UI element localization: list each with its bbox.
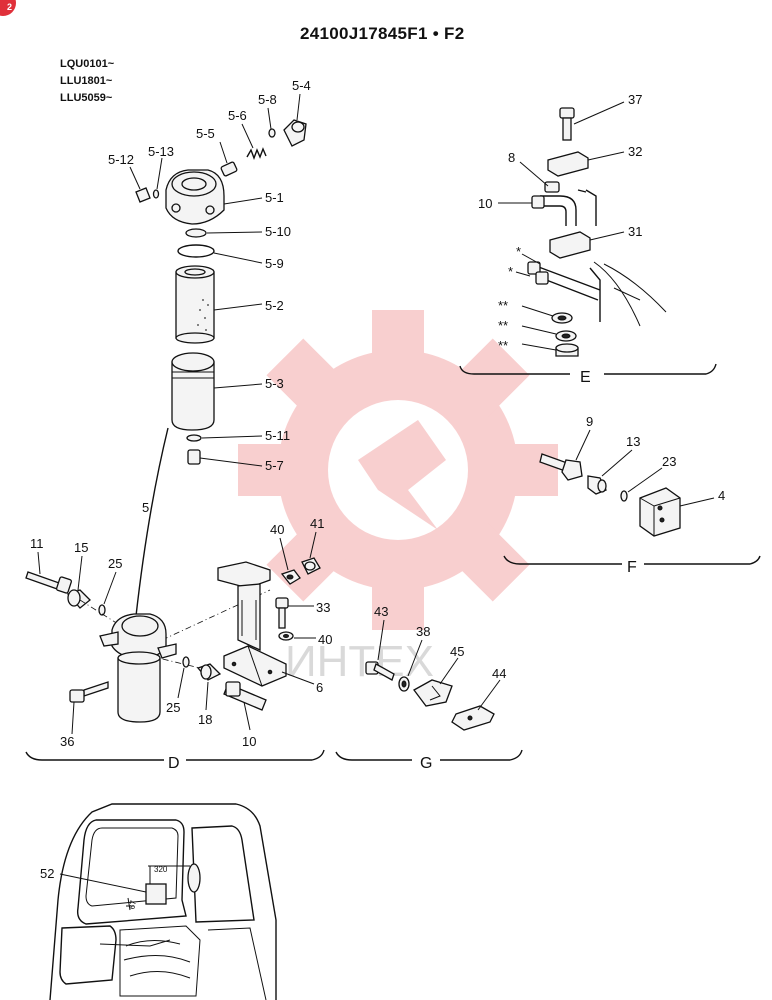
callout-45: 45 — [450, 644, 464, 659]
part-5-12 — [129, 166, 151, 203]
callout-star-2: * — [508, 264, 513, 279]
callout-36: 36 — [60, 734, 74, 749]
part-5-4 — [283, 93, 307, 147]
serial-range-2: LLU1801~ — [60, 75, 113, 87]
callout-5-1: 5-1 — [265, 190, 284, 205]
callout-13: 13 — [626, 434, 640, 449]
group-label-e: E — [580, 369, 591, 386]
callout-38: 38 — [416, 624, 430, 639]
group-5-leader — [135, 427, 169, 617]
callout-40-a: 40 — [270, 522, 284, 537]
callout-8: 8 — [508, 150, 515, 165]
group-label-f: F — [627, 559, 637, 576]
part-5-10 — [185, 228, 263, 238]
callout-5-6: 5-6 — [228, 108, 247, 123]
part-5-7 — [187, 449, 263, 467]
callout-9: 9 — [586, 414, 593, 429]
callout-5-11: 5-11 — [265, 428, 290, 443]
part-5-9 — [177, 244, 263, 264]
serial-range-3: LLU5059~ — [60, 92, 113, 104]
callout-5-8: 5-8 — [258, 92, 277, 107]
callout-37: 37 — [628, 92, 642, 107]
callout-25-b: 25 — [166, 700, 180, 715]
callout-33: 33 — [316, 600, 330, 615]
group-label-g: G — [420, 755, 432, 772]
part-5-2-filter-element — [175, 265, 263, 344]
callout-41: 41 — [310, 516, 324, 531]
group-e-assembly — [459, 101, 717, 375]
callout-10-d: 10 — [242, 734, 256, 749]
part-5-1-filter-head — [165, 169, 263, 225]
callout-5-2: 5-2 — [265, 298, 284, 313]
callout-5-5: 5-5 — [196, 126, 215, 141]
callout-25-a: 25 — [108, 556, 122, 571]
callout-5-4: 5-4 — [292, 78, 311, 93]
callout-11: 11 — [30, 536, 44, 551]
watermark-gear-logo: ИНТЕХ — [238, 310, 558, 686]
dimension-320: 320 — [154, 865, 168, 874]
part-5-8 — [267, 107, 276, 138]
cab-view — [49, 803, 277, 1000]
callout-5-7: 5-7 — [265, 458, 284, 473]
group-d-assembly — [25, 531, 325, 761]
callout-15: 15 — [74, 540, 88, 555]
callout-52: 52 — [40, 866, 54, 881]
part-5-11 — [186, 434, 263, 442]
callout-23: 23 — [662, 454, 676, 469]
group-g-assembly — [335, 619, 523, 761]
callout-5-12: 5-12 — [108, 152, 134, 167]
callout-44: 44 — [492, 666, 506, 681]
part-5-13 — [152, 157, 163, 199]
callout-5-10: 5-10 — [265, 224, 291, 239]
part-5-5 — [219, 141, 238, 177]
part-5-3-filter-bowl — [171, 352, 263, 431]
part-5-6 — [241, 123, 267, 160]
callout-dstar-1: ** — [498, 298, 508, 313]
group-f-assembly — [503, 429, 761, 565]
callout-40-b: 40 — [318, 632, 332, 647]
serial-range-1: LQU0101~ — [60, 58, 115, 70]
callout-6: 6 — [316, 680, 323, 695]
callout-5-3: 5-3 — [265, 376, 284, 391]
watermark-text: ИНТЕХ — [285, 637, 434, 686]
page-badge: 2 — [0, 0, 16, 16]
callout-43: 43 — [374, 604, 388, 619]
callout-dstar-2: ** — [498, 318, 508, 333]
callout-5: 5 — [142, 500, 149, 515]
callout-31: 31 — [628, 224, 642, 239]
callout-5-13: 5-13 — [148, 144, 174, 159]
callout-4: 4 — [718, 488, 725, 503]
callout-5-9: 5-9 — [265, 256, 284, 271]
callout-10-e: 10 — [478, 196, 492, 211]
page-title: 24100J17845F1 • F2 — [300, 24, 465, 43]
group-label-d: D — [168, 755, 180, 772]
callout-dstar-3: ** — [498, 338, 508, 353]
dimension-67: 67 — [128, 899, 139, 910]
callout-32: 32 — [628, 144, 642, 159]
callout-18: 18 — [198, 712, 212, 727]
callout-star-1: * — [516, 244, 521, 259]
